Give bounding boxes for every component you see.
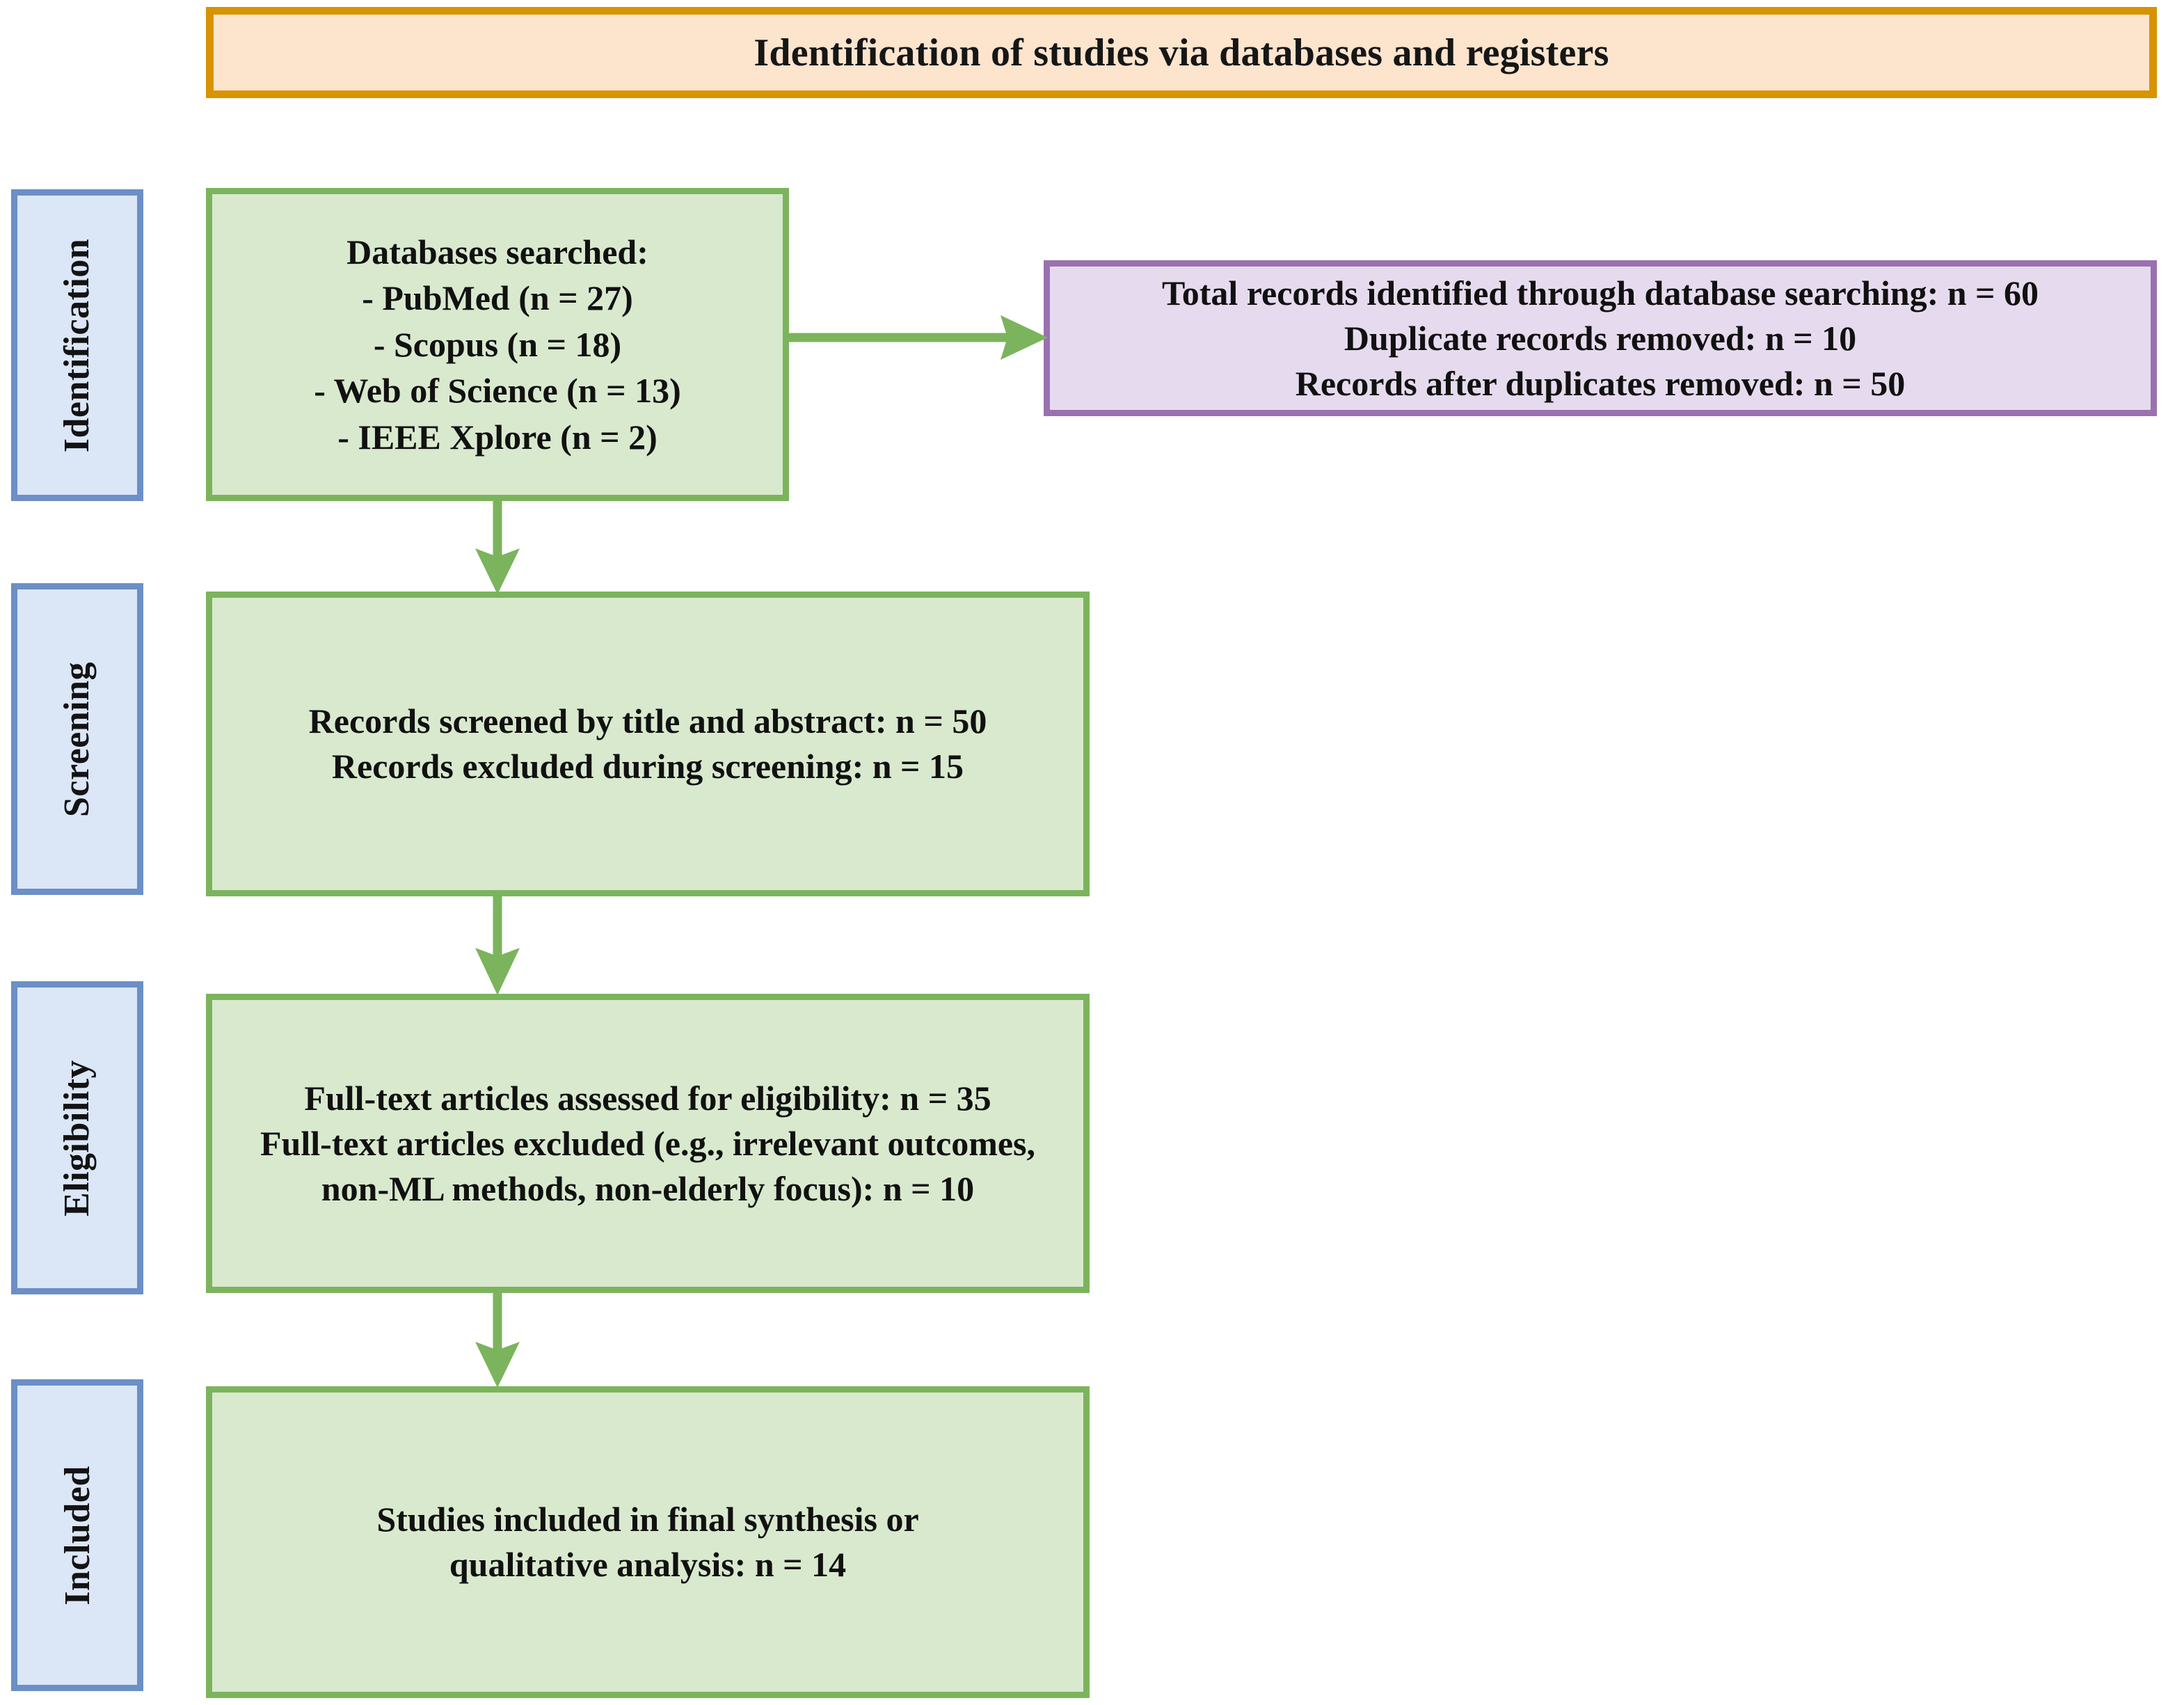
- databases-line-0: Databases searched:: [346, 232, 648, 271]
- databases-line-2: - Scopus (n = 18): [373, 324, 622, 364]
- stage-label-screening-text: Screening: [57, 661, 97, 817]
- records-line-0: Total records identified through databas…: [1161, 273, 2039, 312]
- arrow-eligibility-to-included: [466, 1289, 529, 1390]
- stage-label-included: Included: [11, 1379, 143, 1691]
- diagram-title-box: Identification of studies via databases …: [206, 7, 2157, 98]
- box-databases-searched: Databases searched: - PubMed (n = 27) - …: [206, 188, 789, 501]
- records-line-1: Duplicate records removed: n = 10: [1344, 318, 1857, 358]
- box-databases-searched-text: Databases searched: - PubMed (n = 27) - …: [212, 229, 783, 461]
- stage-label-included-text: Included: [57, 1465, 97, 1605]
- eligibility-line-1: Full-text articles excluded (e.g., irrel…: [260, 1123, 1036, 1208]
- databases-line-4: - IEEE Xplore (n = 2): [337, 417, 657, 457]
- stage-label-screening: Screening: [11, 583, 143, 895]
- arrow-databases-to-records: [783, 306, 1062, 369]
- box-records-screened: Records screened by title and abstract: …: [206, 592, 1090, 896]
- box-studies-included-text: Studies included in final synthesis or q…: [212, 1497, 1083, 1587]
- screening-line-0: Records screened by title and abstract: …: [308, 701, 987, 740]
- stage-label-eligibility: Eligibility: [11, 981, 143, 1294]
- diagram-title: Identification of studies via databases …: [754, 31, 1609, 74]
- box-records-identified: Total records identified through databas…: [1044, 260, 2157, 416]
- box-studies-included: Studies included in final synthesis or q…: [206, 1386, 1090, 1698]
- box-records-screened-text: Records screened by title and abstract: …: [212, 699, 1083, 789]
- eligibility-line-0: Full-text articles assessed for eligibil…: [304, 1078, 991, 1118]
- records-line-2: Records after duplicates removed: n = 50: [1295, 363, 1906, 403]
- stage-label-eligibility-text: Eligibility: [57, 1059, 97, 1216]
- box-records-identified-text: Total records identified through databas…: [1050, 271, 2151, 406]
- databases-line-3: - Web of Science (n = 13): [314, 371, 681, 411]
- box-fulltext-eligibility: Full-text articles assessed for eligibil…: [206, 994, 1090, 1293]
- screening-line-1: Records excluded during screening: n = 1…: [331, 747, 964, 786]
- stage-label-identification: Identification: [11, 189, 143, 501]
- arrow-screening-to-eligibility: [466, 892, 529, 998]
- included-line-0: Studies included in final synthesis or q…: [376, 1500, 919, 1584]
- box-fulltext-eligibility-text: Full-text articles assessed for eligibil…: [212, 1076, 1083, 1212]
- stage-label-identification-text: Identification: [57, 238, 97, 452]
- arrow-databases-to-screening: [466, 495, 529, 597]
- databases-line-1: - PubMed (n = 27): [362, 278, 633, 318]
